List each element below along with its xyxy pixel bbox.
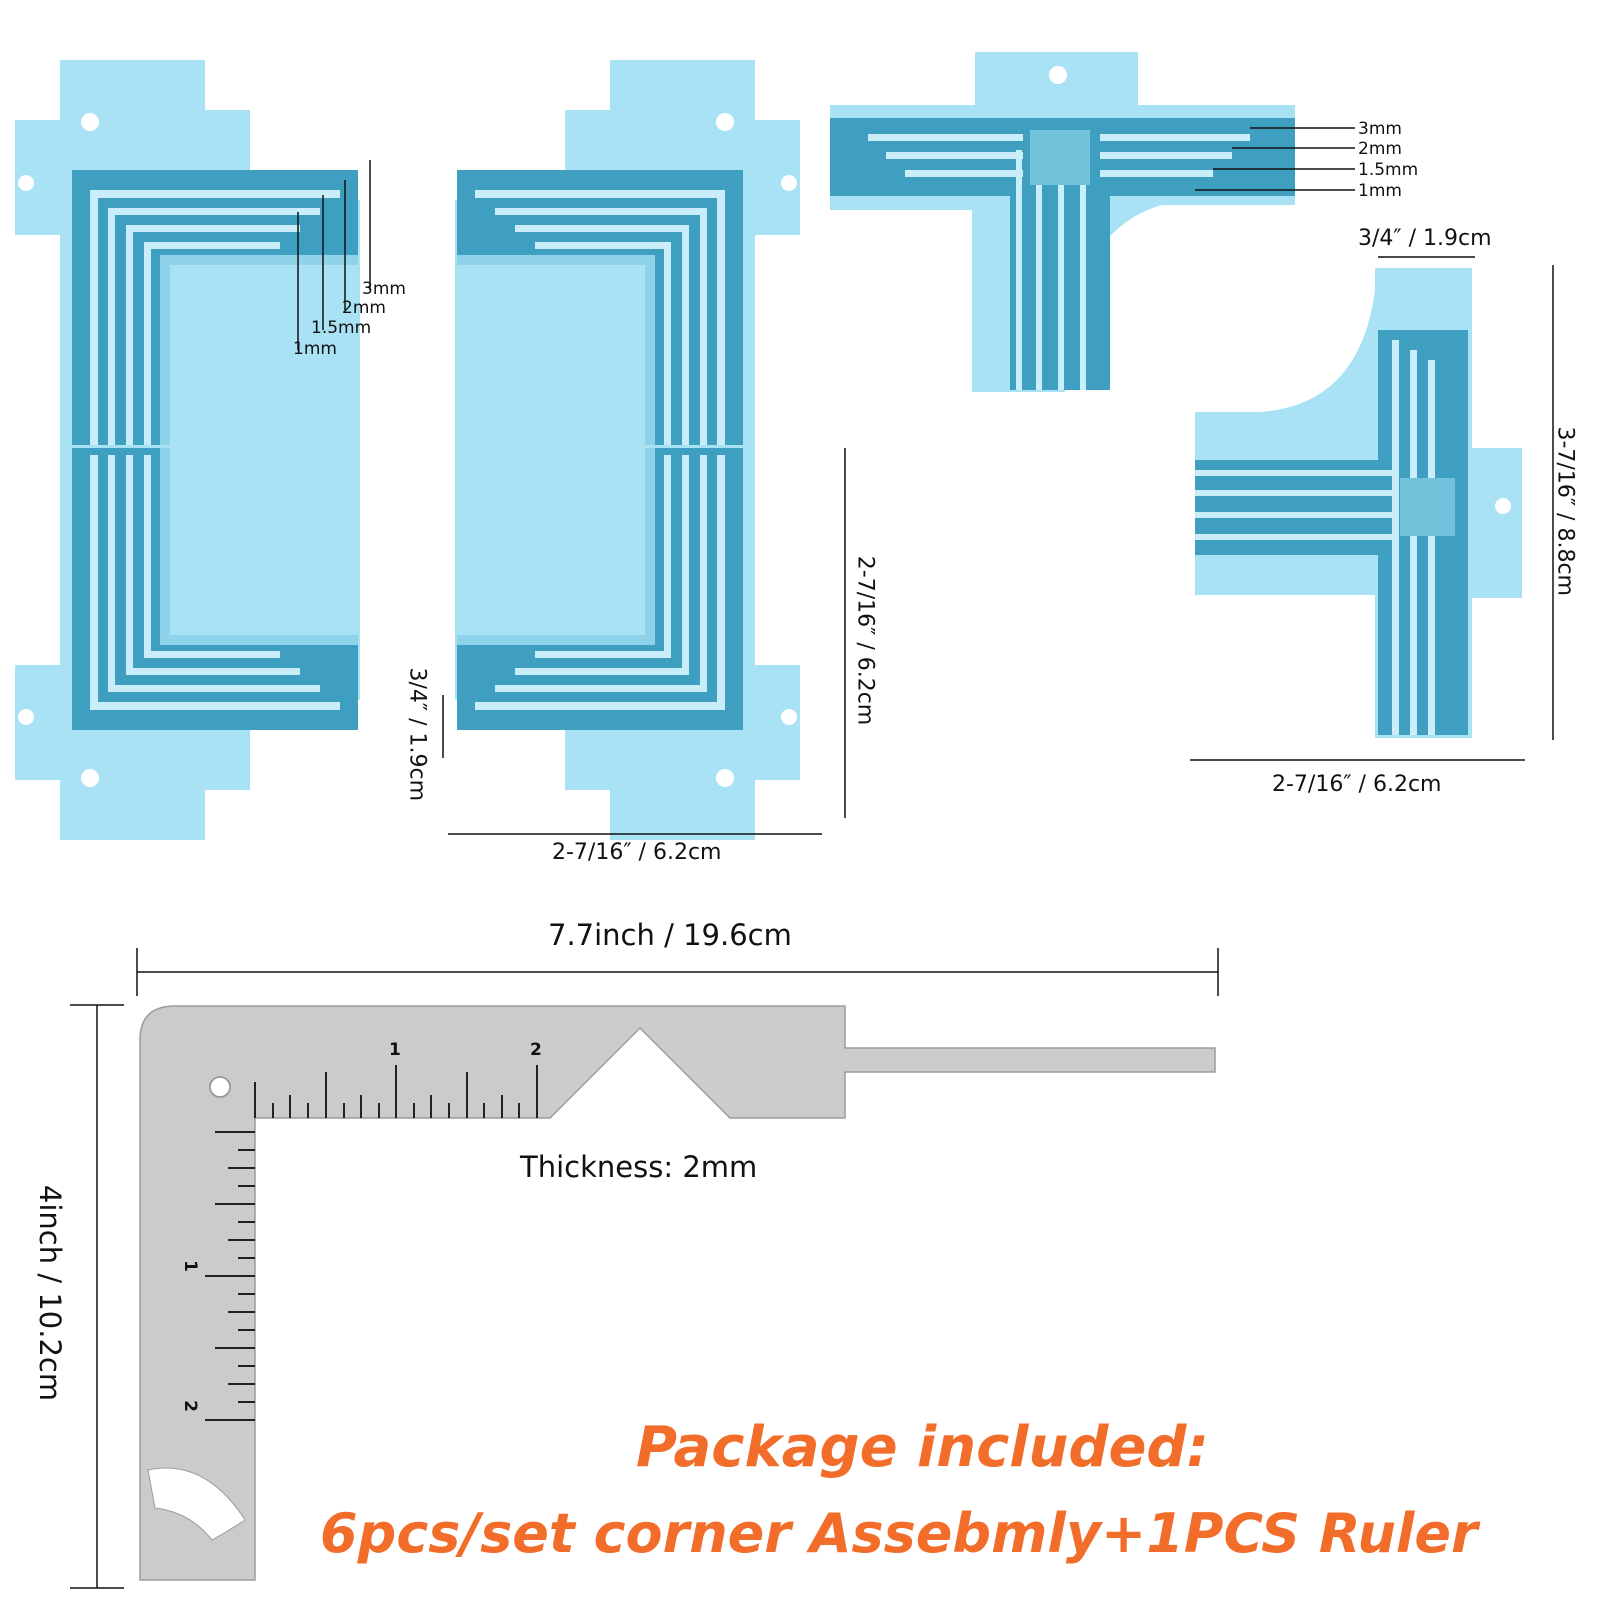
ruler-v-tick-1: 1 xyxy=(179,1260,200,1272)
corner-groove-label-1mm: 1mm xyxy=(293,339,337,359)
ruler-thickness-label: Thickness: 2mm xyxy=(520,1150,758,1184)
t-mold-horizontal xyxy=(830,52,1295,392)
t-groove-label-1mm: 1mm xyxy=(1358,181,1402,201)
t-groove-label-3mm: 3mm xyxy=(1358,119,1402,139)
ruler-width-label: 7.7inch / 19.6cm xyxy=(548,918,792,952)
t-width-label: 2-7/16″ / 6.2cm xyxy=(1272,772,1442,797)
t-mold-vertical xyxy=(1195,268,1522,738)
corner-mold-top-right xyxy=(455,60,800,455)
corner-height-label: 2-7/16″ / 6.2cm xyxy=(852,555,878,726)
t-depth-label: 3/4″ / 1.9cm xyxy=(1358,226,1492,251)
ruler-h-tick-2: 2 xyxy=(530,1040,542,1060)
corner-mold-top-left xyxy=(15,60,360,455)
ruler-tick-marks xyxy=(205,1065,538,1421)
ruler-v-tick-2: 2 xyxy=(179,1400,200,1412)
ruler-height-label: 4inch / 10.2cm xyxy=(33,1184,67,1402)
corner-mold-bottom-left xyxy=(15,445,360,840)
corner-groove-label-3mm: 3mm xyxy=(362,279,406,299)
t-groove-label-1-5mm: 1.5mm xyxy=(1358,160,1419,180)
ruler-h-tick-1: 1 xyxy=(389,1040,401,1060)
corner-width-label: 2-7/16″ / 6.2cm xyxy=(552,840,722,865)
package-heading: Package included: xyxy=(636,1415,1209,1480)
dimension-lines xyxy=(70,127,1554,1589)
t-groove-label-2mm: 2mm xyxy=(1358,139,1402,159)
corner-groove-label-2mm: 2mm xyxy=(342,298,386,318)
l-ruler xyxy=(139,1005,1216,1581)
corner-groove-label-1-5mm: 1.5mm xyxy=(311,318,372,338)
corner-depth-label: 3/4″ / 1.9cm xyxy=(404,667,430,802)
t-height-label: 3-7/16″ / 8.8cm xyxy=(1552,426,1578,596)
package-contents: 6pcs/set corner Assebmly+1PCS Ruler xyxy=(320,1502,1478,1565)
corner-mold-bottom-right xyxy=(455,445,800,840)
